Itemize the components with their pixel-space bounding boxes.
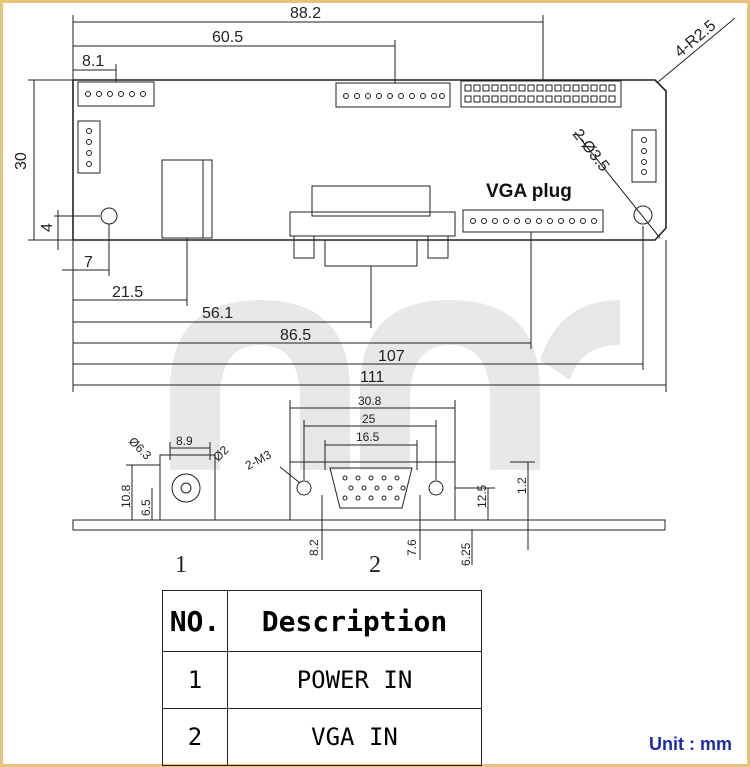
mount-hole-right: [633, 205, 653, 225]
vga-body: [311, 185, 431, 217]
power-jack-outer-circle: [171, 473, 201, 503]
vga-plug-header: [462, 209, 604, 233]
vga-plug-front: [324, 239, 418, 267]
dim-16-5: 16.5: [356, 430, 380, 444]
dim-86-5: 86.5: [280, 327, 311, 344]
dim-107: 107: [378, 348, 405, 365]
connector-small-pins: [85, 91, 146, 97]
connector-dual-pins: [464, 84, 616, 103]
vga-flange: [289, 211, 456, 237]
dim-30: 30: [13, 152, 30, 170]
table-header-no: NO.: [162, 590, 228, 652]
dim-1-2: 1.2: [515, 477, 529, 494]
dim-21-5: 21.5: [112, 284, 143, 301]
table-cell-desc: VGA IN: [227, 708, 482, 766]
dim-60-5: 60.5: [212, 29, 243, 46]
dim-30-8: 30.8: [358, 394, 382, 408]
dim-8-9: 8.9: [176, 434, 193, 448]
connector-dual-row: [460, 80, 622, 108]
dim-56-1: 56.1: [202, 305, 233, 322]
dim-m3: 2-M3: [243, 447, 274, 472]
vga-side-flange: [289, 461, 456, 521]
unit-label: Unit : mm: [649, 734, 732, 754]
table-cell-desc: POWER IN: [227, 651, 482, 709]
dim-111: 111: [360, 369, 384, 386]
dim-12-5: 12.5: [475, 484, 489, 508]
dim-7-6: 7.6: [405, 539, 419, 556]
description-table: NO. Description 1 POWER IN 2 VGA IN: [162, 590, 482, 766]
dim-25: 25: [362, 412, 376, 426]
power-jack-side: [159, 454, 216, 521]
vga-screw-right: [427, 235, 449, 259]
table-row: 2 VGA IN: [162, 708, 482, 766]
vga-d-sub-shell: [329, 467, 413, 509]
vga-screw-hole-left: [296, 480, 312, 496]
vga-plug-label: VGA plug: [486, 181, 572, 202]
dim-6-5: 6.5: [139, 499, 153, 516]
dim-7: 7: [84, 254, 93, 271]
dim-8-2: 8.2: [307, 539, 321, 556]
dim-4: 4: [39, 223, 56, 232]
table-row: 1 POWER IN: [162, 651, 482, 709]
power-jack-top: [161, 159, 213, 239]
dim-6-25: 6.25: [459, 542, 473, 566]
mount-hole-left: [100, 207, 118, 225]
vga-pins: [342, 475, 406, 501]
table-header-description: Description: [227, 590, 482, 652]
power-jack-pin: [180, 482, 192, 494]
dim-d6-3: Ø6.3: [126, 434, 155, 463]
connector-right-vertical: [631, 129, 657, 183]
connector-middle-top: [335, 82, 451, 108]
vga-screw-hole-right: [428, 480, 444, 496]
dim-r2-5: 4-R2.5: [672, 17, 720, 61]
connector-small-top: [77, 81, 155, 107]
table-header-row: NO. Description: [162, 590, 482, 652]
dim-88-2: 88.2: [290, 5, 321, 22]
connector-left-vertical: [77, 120, 101, 174]
connector-middle-pins: [343, 93, 445, 99]
dim-d3-5: 2-Ø3.5: [569, 126, 613, 175]
table-cell-no: 2: [162, 708, 228, 766]
view-label-2: 2: [369, 552, 381, 578]
vga-screw-left: [293, 235, 315, 259]
table-cell-no: 1: [162, 651, 228, 709]
side-view-board: [72, 519, 666, 531]
dim-8-1: 8.1: [82, 53, 104, 70]
dim-10-8: 10.8: [119, 484, 133, 508]
view-label-1: 1: [175, 552, 187, 578]
